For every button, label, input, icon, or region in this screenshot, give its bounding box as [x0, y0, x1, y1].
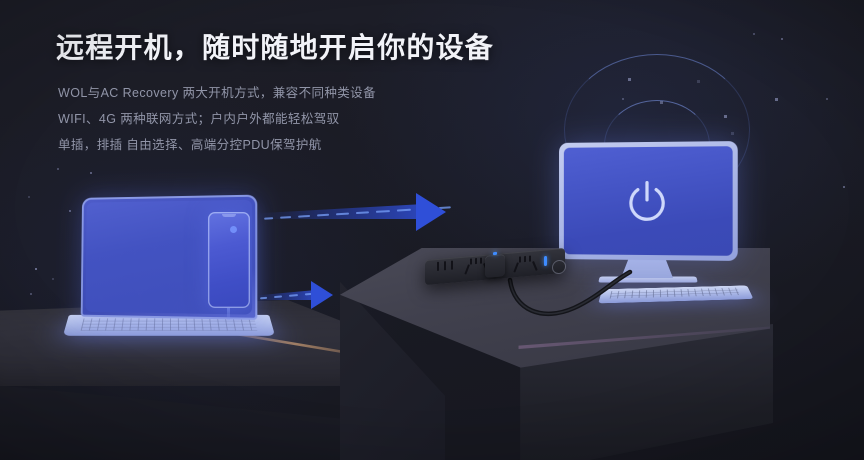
plug-led-indicator [493, 251, 497, 255]
page-title: 远程开机，随时随地开启你的设备 [56, 32, 495, 63]
monitor-bezel [559, 141, 738, 261]
particle-dot [781, 38, 783, 40]
phone-notch [222, 214, 236, 217]
particle-dot [28, 196, 30, 198]
particle-dot [753, 33, 755, 35]
secondary-arrow-head [311, 281, 333, 309]
smartphone-device [208, 212, 250, 320]
power-outlet-1[interactable] [437, 260, 459, 274]
power-switch-led[interactable] [544, 255, 548, 267]
phone-indicator-dot [230, 226, 237, 233]
subtitle-line-1: WOL与AC Recovery 两大开机方式，兼容不同种类设备 [58, 86, 376, 100]
text-block: 远程开机，随时随地开启你的设备 WOL与AC Recovery 两大开机方式，兼… [56, 26, 494, 160]
monitor-screen [563, 146, 733, 256]
particle-dot [775, 98, 778, 101]
primary-data-arrow [258, 193, 458, 231]
smart-power-strip[interactable] [425, 247, 570, 288]
particle-dot [30, 293, 32, 295]
particle-dot [90, 172, 92, 174]
particle-dot [35, 268, 37, 270]
phone-screen [208, 212, 250, 308]
power-icon [621, 180, 673, 227]
laptop-keyboard [80, 318, 258, 331]
power-outlet-3[interactable] [513, 255, 539, 273]
inserted-plug[interactable] [485, 254, 505, 278]
particle-dot [843, 186, 845, 188]
particle-dot [826, 98, 828, 100]
particle-dot [57, 168, 59, 170]
subtitle-line-3: 单插，排插 自由选择、高端分控PDU保驾护航 [58, 138, 322, 152]
brand-mark-icon [552, 259, 566, 275]
particle-dot [52, 278, 54, 280]
primary-arrow-head [416, 193, 446, 231]
subtitle-line-2: WIFI、4G 两种联网方式；户内户外都能轻松驾驭 [58, 112, 340, 126]
